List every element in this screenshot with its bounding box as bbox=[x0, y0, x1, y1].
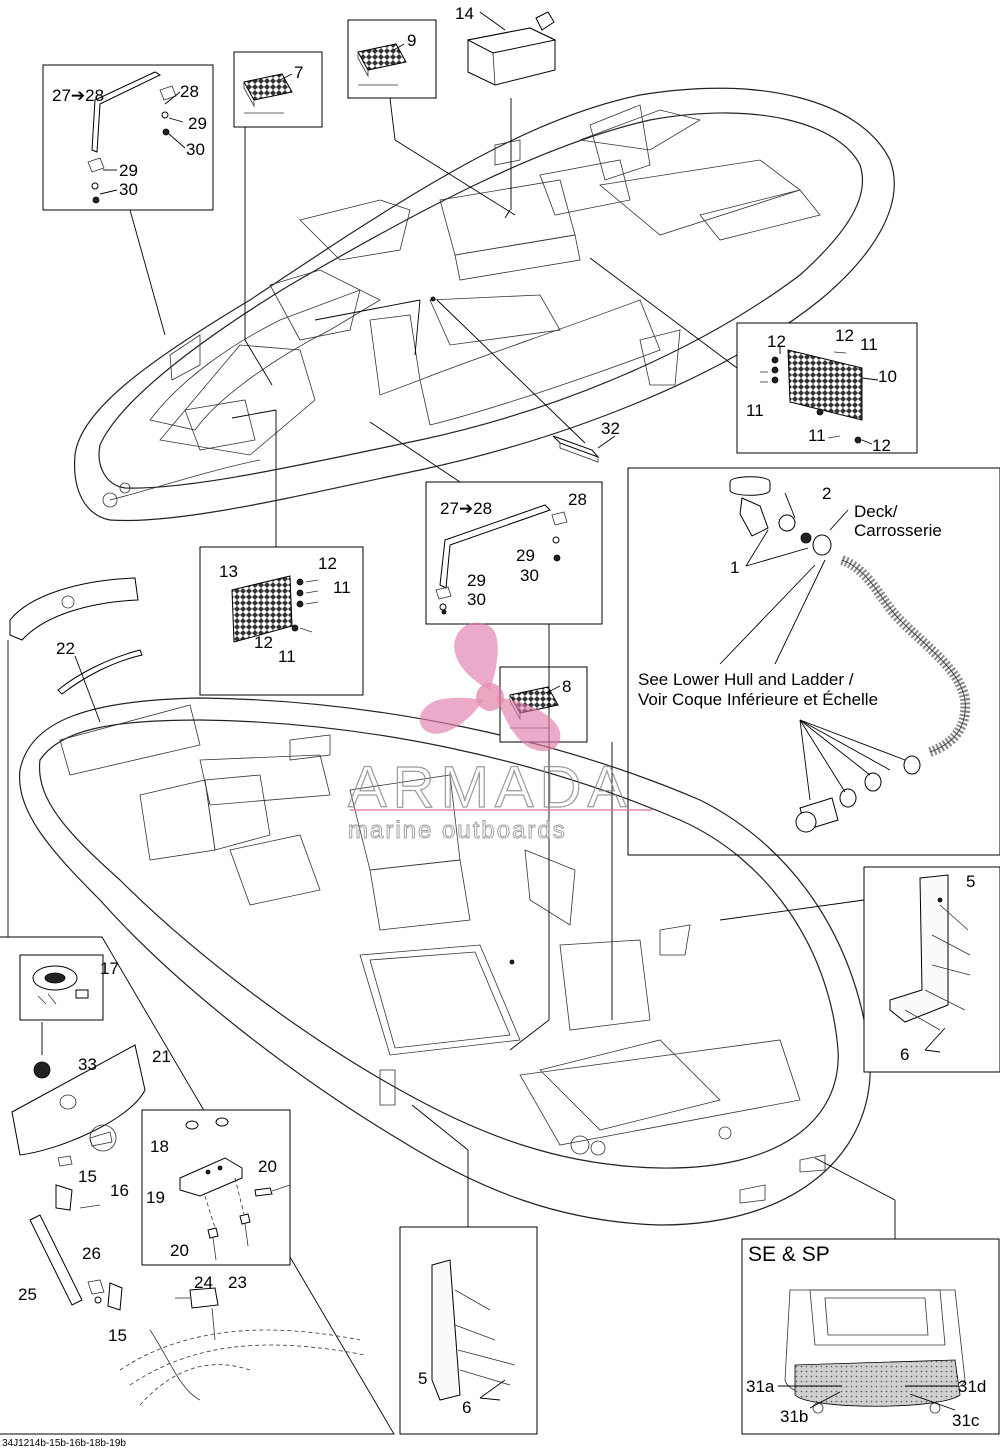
part-22-lid bbox=[9, 577, 143, 723]
callout-8: 8 bbox=[562, 677, 571, 696]
watermark: ARMADA marine outboards bbox=[347, 622, 652, 844]
callout-29-c: 29 bbox=[516, 546, 535, 565]
callout-7: 7 bbox=[294, 63, 303, 82]
callout-31c: 31c bbox=[952, 1411, 980, 1430]
callout-12-d: 12 bbox=[318, 554, 337, 573]
callout-12-a: 12 bbox=[767, 332, 786, 351]
callout-29-b: 29 bbox=[119, 161, 138, 180]
callout-23: 23 bbox=[228, 1273, 247, 1292]
callout-32: 32 bbox=[601, 419, 620, 438]
box-mat-9 bbox=[347, 19, 437, 99]
callout-30-c: 30 bbox=[520, 566, 539, 585]
watermark-tagline: marine outboards bbox=[348, 817, 567, 844]
callout-18: 18 bbox=[150, 1137, 169, 1156]
callout-11-a: 11 bbox=[860, 335, 878, 354]
callout-16: 16 bbox=[110, 1181, 129, 1200]
callout-6-a: 6 bbox=[900, 1045, 909, 1064]
callout-28-a: 28 bbox=[180, 82, 199, 101]
box-lid-hinge-assembly bbox=[0, 936, 395, 1435]
callout-31b: 31b bbox=[780, 1407, 808, 1426]
deck-label-line1: Deck/ bbox=[854, 502, 898, 521]
callout-30-a: 30 bbox=[186, 140, 205, 159]
box-panel-5-bottom bbox=[399, 1226, 538, 1435]
callout-25: 25 bbox=[18, 1285, 37, 1304]
upper-deck-drawing bbox=[73, 87, 895, 522]
callout-1: 1 bbox=[730, 558, 739, 577]
callout-17: 17 bbox=[100, 959, 119, 978]
box-handle-kit-2 bbox=[425, 481, 603, 625]
box-panel-5-right bbox=[863, 866, 1000, 1073]
see-lower-hull-line2: Voir Coque Inférieure et Échelle bbox=[638, 690, 878, 709]
callout-31d: 31d bbox=[958, 1377, 986, 1396]
callout-22: 22 bbox=[56, 639, 75, 658]
callout-33: 33 bbox=[78, 1055, 97, 1074]
callout-29-a: 29 bbox=[188, 114, 207, 133]
callout-11-e: 11 bbox=[278, 647, 296, 666]
callout-28-b: 28 bbox=[568, 490, 587, 509]
callout-19: 19 bbox=[146, 1188, 165, 1207]
callout-6-b: 6 bbox=[462, 1398, 471, 1417]
callout-labels: 27➔28 28 29 30 29 30 7 9 14 12 12 11 10 … bbox=[2, 4, 986, 1449]
lower-hull-drawing bbox=[18, 697, 871, 1226]
callout-27-28-a: 27➔28 bbox=[52, 86, 104, 105]
cooler-part-14 bbox=[466, 11, 557, 86]
callout-24: 24 bbox=[194, 1273, 213, 1292]
callout-11-c: 11 bbox=[808, 426, 826, 445]
callout-30-b: 30 bbox=[119, 180, 138, 199]
callout-29-d: 29 bbox=[467, 571, 486, 590]
callout-31a: 31a bbox=[746, 1377, 775, 1396]
inset-title: SE & SP bbox=[748, 1243, 830, 1266]
see-lower-hull-line1: See Lower Hull and Ladder / bbox=[638, 670, 854, 689]
callout-20-a: 20 bbox=[258, 1157, 277, 1176]
callout-26: 26 bbox=[82, 1244, 101, 1263]
box-drain bbox=[627, 467, 1000, 856]
callout-11-d: 11 bbox=[333, 578, 351, 597]
callout-10: 10 bbox=[878, 367, 897, 386]
callout-14: 14 bbox=[455, 4, 474, 23]
callout-11-b: 11 bbox=[746, 401, 764, 420]
callout-20-b: 20 bbox=[170, 1241, 189, 1260]
box-se-sp-inset bbox=[741, 1238, 1000, 1435]
leader-lines bbox=[7, 97, 896, 1239]
callout-15-b: 15 bbox=[108, 1326, 127, 1345]
box-net-13 bbox=[199, 546, 364, 696]
callout-5-b: 5 bbox=[418, 1369, 427, 1388]
callout-21: 21 bbox=[152, 1047, 171, 1066]
callout-5-a: 5 bbox=[966, 872, 975, 891]
callout-13: 13 bbox=[219, 562, 238, 581]
callout-2: 2 bbox=[822, 484, 831, 503]
propeller-hub-icon bbox=[476, 683, 504, 711]
part-32 bbox=[552, 435, 616, 463]
callout-12-b: 12 bbox=[835, 326, 854, 345]
callout-12-c: 12 bbox=[872, 436, 891, 455]
callout-15-a: 15 bbox=[78, 1167, 97, 1186]
deck-label-line2: Carrosserie bbox=[854, 521, 942, 540]
callout-12-e: 12 bbox=[254, 633, 273, 652]
box-handle-kit-1 bbox=[42, 64, 214, 211]
callout-9: 9 bbox=[407, 31, 416, 50]
box-net-10 bbox=[736, 322, 918, 454]
callout-27-28-b: 27➔28 bbox=[440, 499, 492, 518]
callout-30-d: 30 bbox=[467, 590, 486, 609]
box-mat-7 bbox=[233, 51, 323, 128]
box-hinge-18-20 bbox=[141, 1109, 291, 1266]
drawing-code: 34J1214b-15b-16b-18b-19b bbox=[2, 1438, 126, 1449]
